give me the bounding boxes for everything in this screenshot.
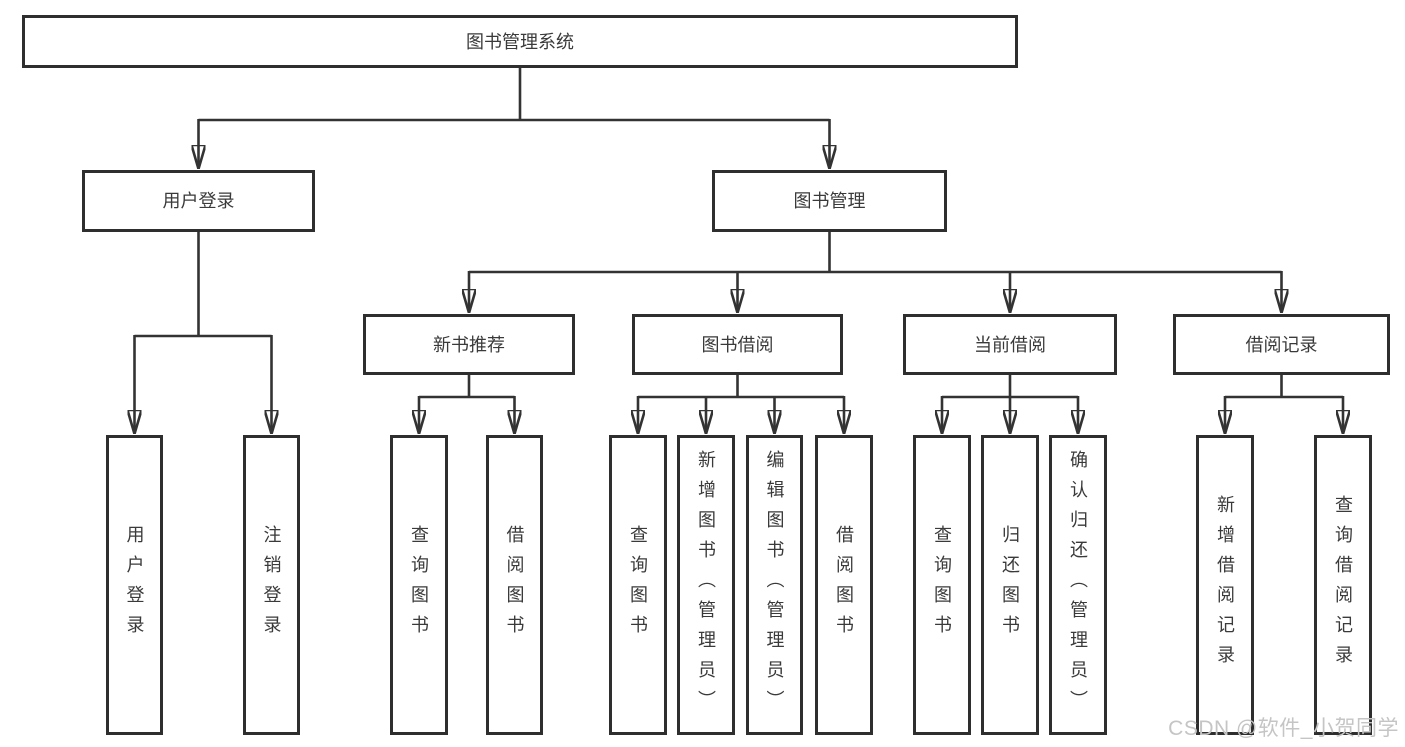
csdn-watermark: CSDN @软件_小贺同学	[1168, 717, 1399, 740]
leaf-query-books-current: 查询图书	[913, 435, 971, 735]
leaf-logout: 注销登录	[243, 435, 300, 735]
leaf-edit-book-admin: 编辑图书（管理员）	[746, 435, 803, 735]
connector-book-management-children	[469, 232, 1282, 312]
leaf-query-books-borrow: 查询图书	[609, 435, 667, 735]
node-current-borrow: 当前借阅	[903, 314, 1117, 375]
connector-user-login-children	[135, 232, 272, 433]
leaf-query-books-recommend: 查询图书	[390, 435, 448, 735]
leaf-return-books: 归还图书	[981, 435, 1039, 735]
leaf-borrow-books-recommend: 借阅图书	[486, 435, 543, 735]
connector-book-borrow-children	[638, 375, 844, 433]
node-book-borrow: 图书借阅	[632, 314, 843, 375]
leaf-borrow-books: 借阅图书	[815, 435, 873, 735]
connector-new-book-children	[419, 375, 515, 433]
leaf-confirm-return-admin: 确认归还（管理员）	[1049, 435, 1107, 735]
node-borrow-records: 借阅记录	[1173, 314, 1390, 375]
leaf-add-book-admin: 新增图书（管理员）	[677, 435, 735, 735]
leaf-query-borrow-record: 查询借阅记录	[1314, 435, 1372, 735]
leaf-add-borrow-record: 新增借阅记录	[1196, 435, 1254, 735]
node-user-login: 用户登录	[82, 170, 315, 232]
node-root-system: 图书管理系统	[22, 15, 1018, 68]
connector-current-borrow-children	[942, 375, 1078, 433]
leaf-user-login: 用户登录	[106, 435, 163, 735]
connector-root-to-level2	[199, 68, 830, 168]
connector-borrow-records-children	[1225, 375, 1343, 433]
node-book-management: 图书管理	[712, 170, 947, 232]
node-new-book-recommend: 新书推荐	[363, 314, 575, 375]
